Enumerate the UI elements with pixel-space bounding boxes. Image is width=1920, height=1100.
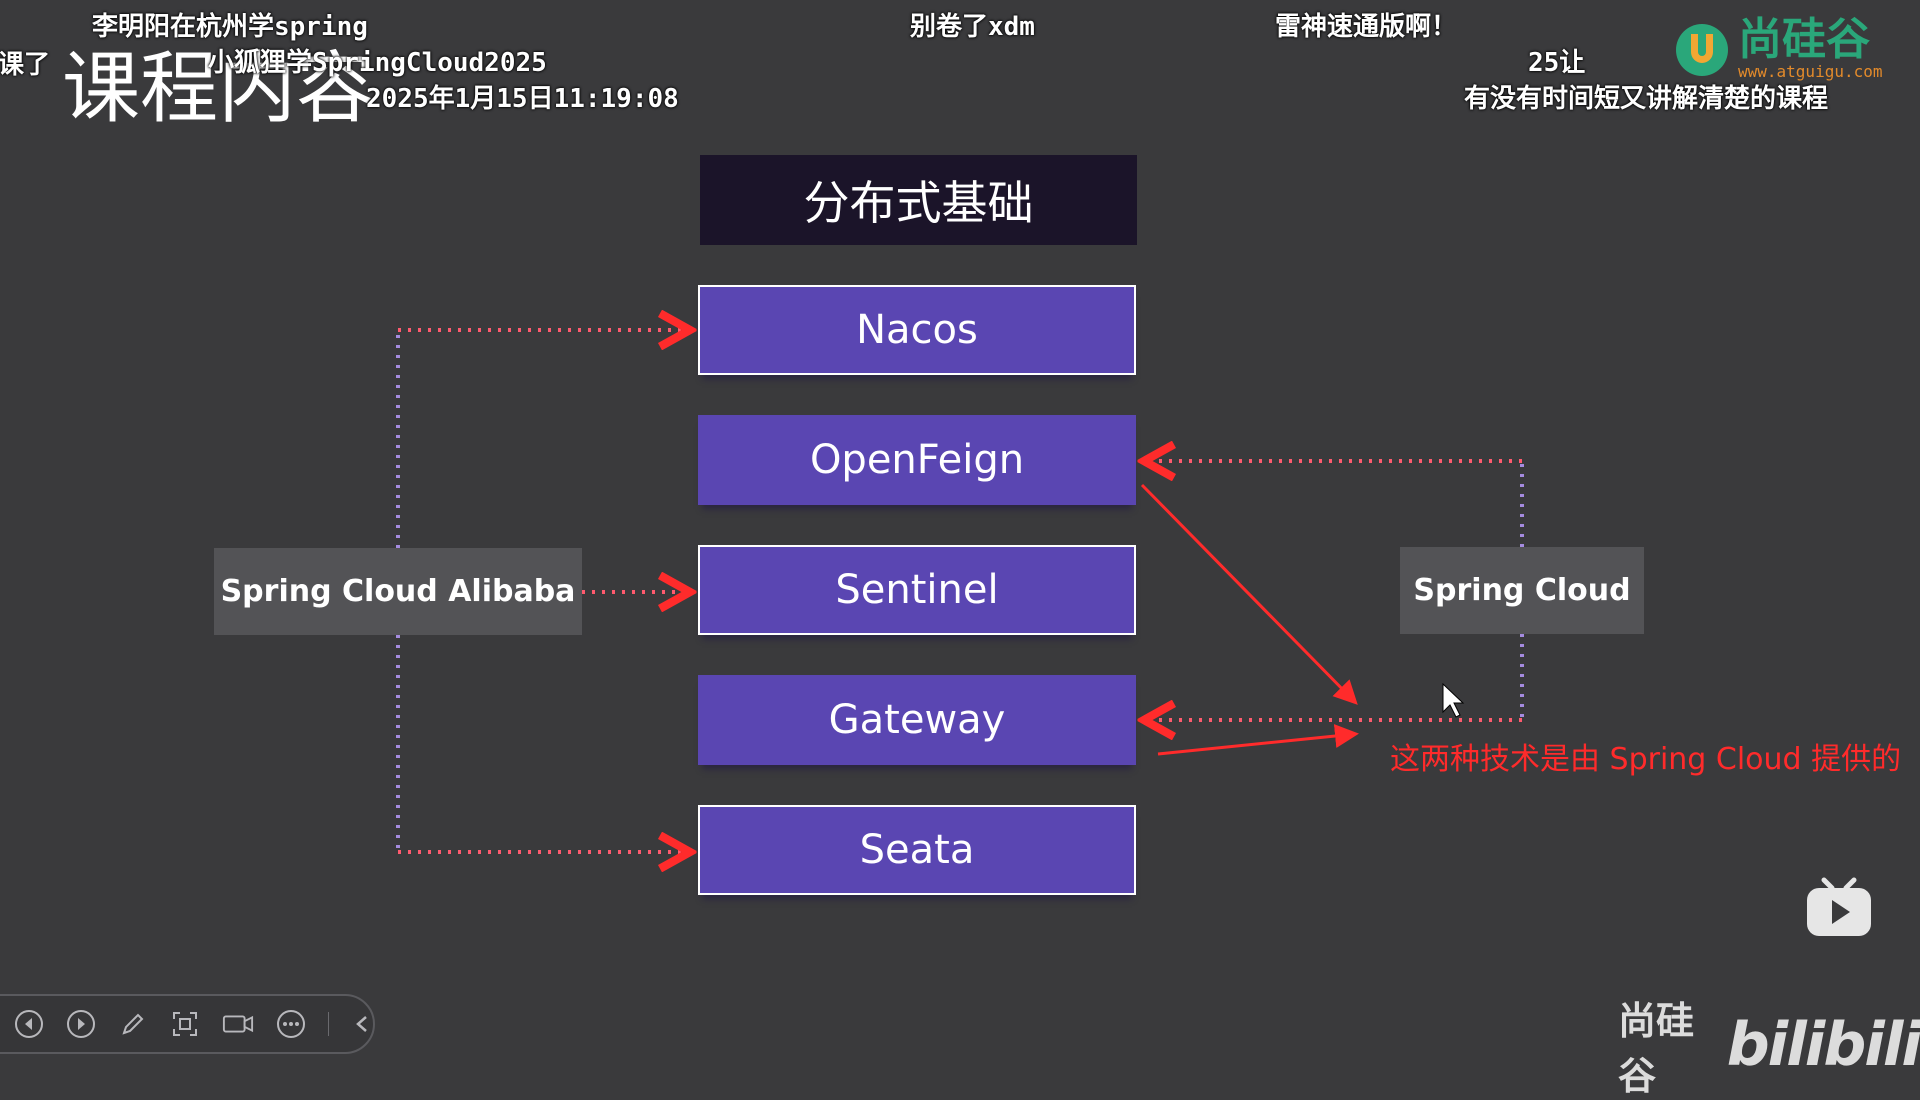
bilibili-tv-icon	[1807, 877, 1871, 936]
annotation-arrow-2	[1157, 724, 1359, 756]
brand-u-icon	[1676, 23, 1728, 76]
box-gateway: Gateway	[698, 675, 1136, 765]
control-divider	[328, 1012, 330, 1036]
brand-name: 尚硅谷	[1738, 14, 1870, 65]
header-box: 分布式基础	[700, 155, 1137, 245]
camera-icon[interactable]	[222, 1008, 254, 1040]
watermark: 尚硅谷 bilibili	[1618, 990, 1920, 1100]
bilibili-logo: bilibili	[1726, 1010, 1920, 1080]
danmaku-comment: 2025年1月15日11:19:08	[366, 84, 679, 114]
slide-title: 课程内容	[62, 44, 375, 134]
brand-url: www.atguigu.com	[1738, 62, 1883, 81]
box-sentinel: Sentinel	[698, 545, 1136, 635]
annotation-arrow-1	[1140, 483, 1358, 705]
annotation-text: 这两种技术是由 Spring Cloud 提供的	[1390, 742, 1902, 777]
mouse-cursor-icon	[1442, 682, 1465, 718]
danmaku-comment: 小狐狸学SpringCloud2025	[208, 48, 547, 78]
danmaku-comment: 课了	[0, 50, 51, 80]
danmaku-comment: 有没有时间短又讲解清楚的课程	[1464, 84, 1829, 114]
screenshot-icon[interactable]	[170, 1008, 200, 1040]
brand-logo: 尚硅谷 www.atguigu.com	[1674, 18, 1883, 81]
danmaku-comment: 李明阳在杭州学spring	[92, 12, 368, 42]
box-openfeign: OpenFeign	[698, 415, 1136, 505]
box-seata: Seata	[698, 805, 1136, 895]
prev-icon[interactable]	[14, 1008, 44, 1040]
next-icon[interactable]	[66, 1008, 96, 1040]
pen-icon[interactable]	[118, 1008, 148, 1040]
more-icon[interactable]	[276, 1008, 306, 1040]
group-spring-cloud: Spring Cloud	[1400, 547, 1644, 634]
danmaku-comment: 别卷了xdm	[910, 12, 1035, 42]
group-spring-cloud-alibaba: Spring Cloud Alibaba	[214, 548, 582, 635]
watermark-brand: 尚硅谷	[1618, 999, 1695, 1098]
danmaku-comment: 雷神速通版啊！	[1275, 12, 1458, 42]
box-nacos: Nacos	[698, 285, 1136, 375]
presentation-control-bar	[0, 994, 375, 1054]
danmaku-comment: 25让	[1528, 48, 1586, 78]
collapse-icon[interactable]	[351, 1008, 373, 1040]
